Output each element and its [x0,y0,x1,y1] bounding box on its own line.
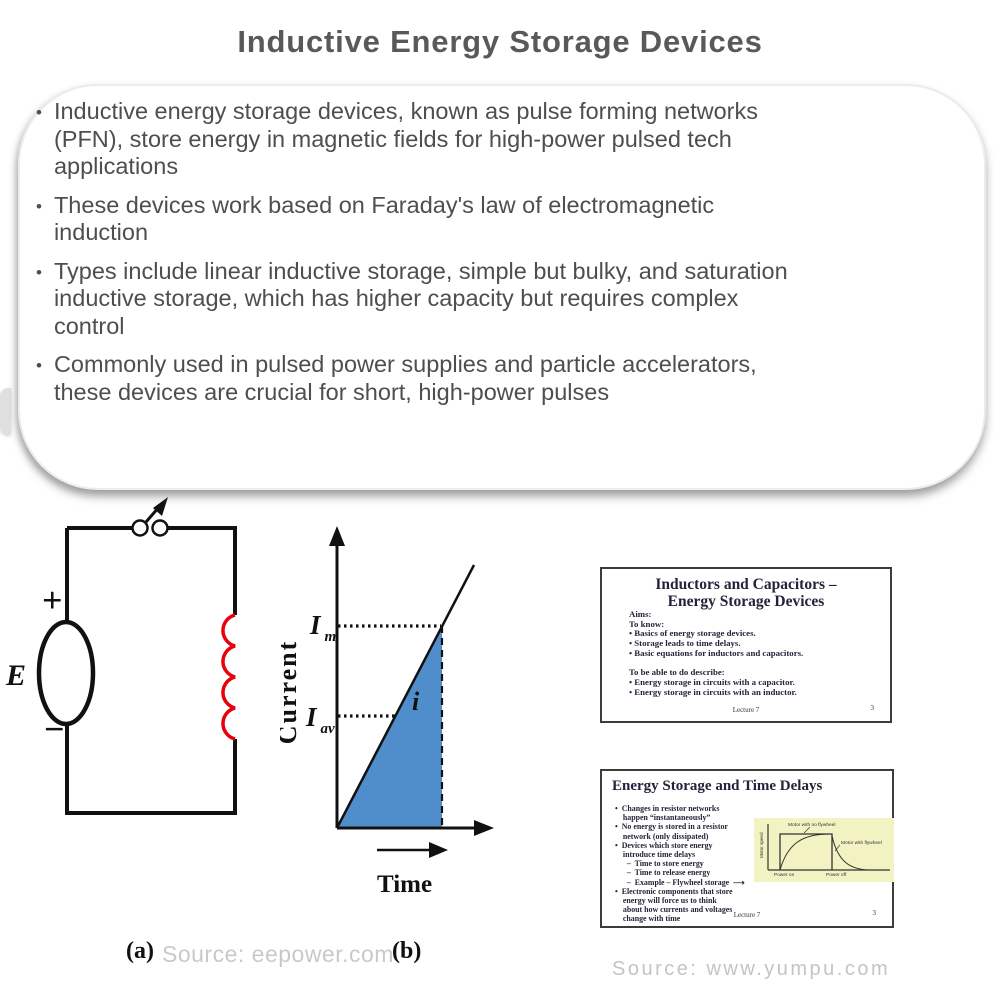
source-eepower: Source: eepower.com [162,941,394,967]
x-axis-arrow-icon [474,820,494,836]
x-axis-label: Time [377,871,432,898]
figure-b-caption: (b) [392,938,422,964]
voltage-source [36,619,96,727]
slide1-title: Inductors and Capacitors – Energy Storag… [655,576,837,610]
inset-pointer-line [834,844,841,852]
inset-power-on-label: Power on [774,872,795,878]
current-time-graph: Current I m I av i Time [280,526,494,898]
bullet-text: Inductive energy storage devices, known … [53,98,759,179]
inset-background [754,818,894,882]
emf-label: E [5,659,26,692]
y-axis-arrow-icon [329,526,345,546]
im-tick-label: I m [309,610,336,645]
inset-rise-curve [779,833,831,871]
slide2-page-number: 3 [872,909,877,917]
slide1-footer: Lecture 7 [732,706,760,714]
inset-pulse-outline [779,833,833,870]
time-arrow-icon [429,842,448,858]
figure-a-caption: (a) [126,938,154,964]
inset-power-off-label: Power off [826,872,847,878]
slide2-title: Energy Storage and Time Delays [612,778,823,794]
inductor-coil [221,613,236,741]
bullet-text: These devices work based on Faraday's la… [53,191,715,246]
switch-contact [131,519,149,537]
slide1-page-number: 3 [870,704,875,712]
y-axis-label: Current [280,640,302,745]
inset-decay-curve [831,835,869,871]
bullet-text: Types include linear inductive storage, … [53,257,788,339]
flywheel-inset-chart: Motor with no flywheel Motor with flywhe… [754,818,894,882]
iav-tick-label: I av [305,702,335,737]
inset-y-axis-label: Motor speed [759,832,764,858]
inset-flywheel-label: Motor with flywheel [841,840,882,846]
current-ramp-line [335,564,476,829]
switch-arrow-icon [153,497,168,516]
bullet-item: Types include linear inductive storage, … [36,258,966,341]
switch-contact [151,519,169,537]
bullet-text: Commonly used in pulsed power supplies a… [53,351,757,405]
slide2-body: • Changes in resistor networks happen “i… [615,804,745,924]
plus-terminal-label: + [42,580,63,620]
slide-thumbnail-1: Inductors and Capacitors – Energy Storag… [600,567,892,723]
bullet-item: Inductive energy storage devices, known … [36,98,966,181]
circuit-wire [65,724,237,815]
source-yumpu: Source: www.yumpu.com [612,958,891,980]
slide2-footer: Lecture 7 [733,911,761,919]
instantaneous-current-label: i [412,687,420,716]
bullet-item: These devices work based on Faraday's la… [36,192,966,247]
inset-pointer-line [803,826,811,834]
card-stack-edge [0,388,11,434]
circuit-wire [168,526,237,615]
bullet-item: Commonly used in pulsed power supplies a… [36,351,966,406]
slide1-body: Aims: To know: • Basics of energy storag… [629,609,804,697]
page-title: Inductive Energy Storage Devices [237,24,763,59]
summary-bullet-list: Inductive energy storage devices, known … [36,98,966,417]
inset-no-flywheel-label: Motor with no flywheel [788,822,835,828]
circuit-diagram-figure: + − E [5,497,237,815]
slide-thumbnail-2: Energy Storage and Time Delays • Changes… [600,769,894,928]
minus-terminal-label: − [44,709,65,749]
